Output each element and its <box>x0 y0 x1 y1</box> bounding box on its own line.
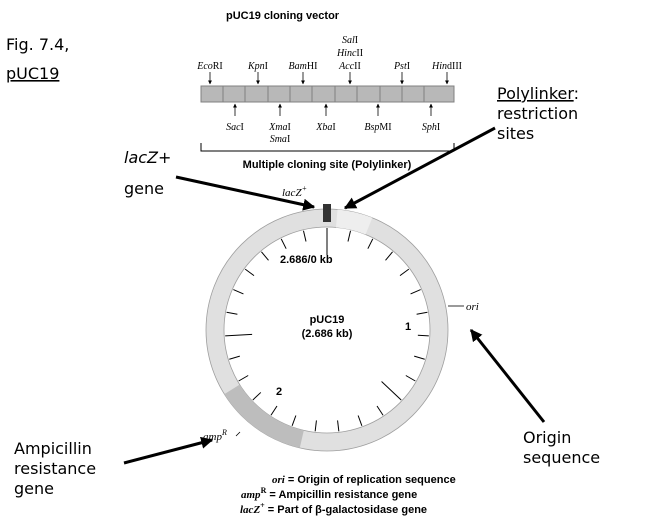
figure-label: Fig. 7.4, <box>6 35 69 54</box>
legend-entry: ori = Origin of replication sequence <box>272 474 456 486</box>
lacz-gene-segment <box>335 209 373 235</box>
minor-tick <box>314 420 317 432</box>
sites_bottom-site-label: SacI <box>226 122 244 133</box>
minor-tick <box>337 420 340 432</box>
vector-title: pUC19 cloning vector <box>226 10 340 22</box>
lacz-arrow-icon <box>175 175 316 211</box>
minor-tick <box>399 268 410 277</box>
minor-tick <box>244 268 255 277</box>
sites_top-site-label: EcoRI <box>196 61 223 72</box>
lacz-map-label: lacZ+ <box>282 184 307 199</box>
plasmid-map <box>205 204 449 452</box>
major-tick <box>225 333 253 337</box>
scale-label-1kb: 1 <box>405 321 411 333</box>
minor-tick <box>385 251 393 261</box>
origin-arrow-icon <box>469 329 546 423</box>
minor-tick <box>229 355 240 360</box>
minor-tick <box>357 415 363 427</box>
mcs-bracket <box>200 143 455 152</box>
minor-tick <box>410 289 421 295</box>
scale-label-start: 2.686/0 kb <box>280 254 333 266</box>
ampicillin-annotation-line2: resistance <box>14 459 96 478</box>
legend-entry: lacZ+ = Part of β-galactosidase gene <box>240 501 427 516</box>
plasmid-ring-inner <box>223 226 431 434</box>
polylinker-annotation: Polylinker: <box>497 84 579 103</box>
lacz-gene-annotation: lacZ+ <box>124 148 171 167</box>
sites_top-site-label: PstI <box>393 61 410 72</box>
amp-leader <box>235 431 241 437</box>
polylinker-bar <box>200 85 455 103</box>
minor-tick <box>367 238 374 249</box>
ampicillin-arrow-icon <box>123 436 214 465</box>
minor-tick <box>376 405 384 416</box>
minor-tick <box>416 311 428 315</box>
figure-link[interactable]: pUC19 <box>6 64 59 83</box>
polylinker-annotation-line3: sites <box>497 124 534 143</box>
sites_top-site-label: BamHI <box>289 61 318 72</box>
polylinker-annotation-line2: restriction <box>497 104 578 123</box>
origin-annotation-line2: sequence <box>523 448 600 467</box>
ori-map-label: ori <box>466 301 479 313</box>
plasmid-size: (2.686 kb) <box>302 328 353 340</box>
minor-tick <box>233 289 244 295</box>
polylinker-arrow-icon <box>343 126 496 210</box>
legend-entry: ampR = Ampicillin resistance gene <box>241 486 417 501</box>
mcs-label: Multiple cloning site (Polylinker) <box>243 159 412 171</box>
major-tick <box>381 381 402 401</box>
sites_bottom-site-label: XbaI <box>315 122 335 133</box>
minor-tick <box>291 415 297 427</box>
minor-tick <box>270 405 278 416</box>
minor-tick <box>417 334 429 337</box>
polylinker-marker <box>323 204 331 222</box>
sites_top-site-label: HindIII <box>431 61 462 72</box>
minor-tick <box>261 251 269 261</box>
legend: ori = Origin of replication sequenceampR… <box>240 474 456 516</box>
sites_bottom-site-label: BspMI <box>364 122 391 133</box>
minor-tick <box>280 238 287 249</box>
minor-tick <box>238 375 249 382</box>
minor-tick <box>226 311 238 315</box>
plasmid-name: pUC19 <box>310 314 345 326</box>
amp-gene-segment <box>224 384 305 448</box>
origin-annotation-line1: Origin <box>523 428 571 447</box>
minor-tick <box>405 375 416 382</box>
minor-tick <box>347 230 352 242</box>
lacz-gene-annotation-line2: gene <box>124 179 164 198</box>
minor-tick <box>302 230 307 242</box>
minor-tick <box>252 392 262 401</box>
scale-label-2kb: 2 <box>276 386 282 398</box>
sites_top-site-label: KpnI <box>247 61 268 72</box>
sites_bottom-site-label: SphI <box>422 122 440 133</box>
ampicillin-annotation-line1: Ampicillin <box>14 439 92 458</box>
ampicillin-annotation-line3: gene <box>14 479 54 498</box>
minor-tick <box>414 355 425 360</box>
